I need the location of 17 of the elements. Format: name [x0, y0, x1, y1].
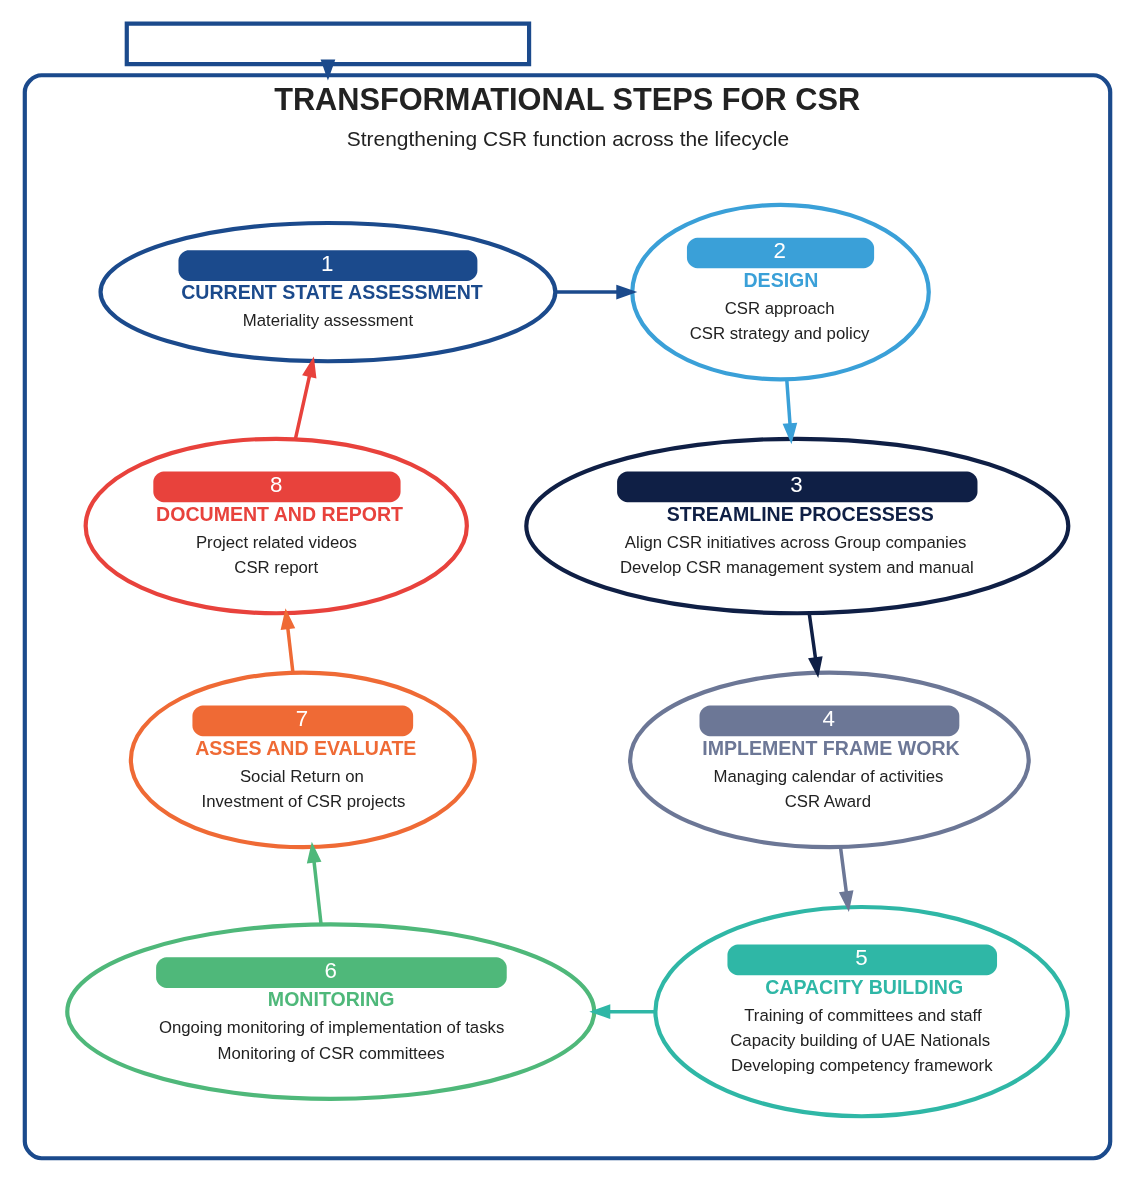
arrow — [589, 1003, 656, 1019]
arrow — [807, 612, 823, 678]
node-ellipse: 5 CAPACITY BUILDING Training of committees and staff Capacity building of UAE Nationals Developing competency framework — [653, 904, 1070, 1118]
node-ellipse: 6 MONITORING Ongoing monitoring of implementation of tasks Monitoring of CSR committees — [65, 921, 597, 1101]
arrow — [293, 355, 317, 440]
arrow — [306, 841, 323, 925]
arrow — [782, 378, 798, 444]
node-ellipse: 7 ASSES AND EVALUATE Social Return on Investment of CSR projects — [128, 670, 477, 849]
node-ellipse: 8 DOCUMENT AND REPORT Project related videos CSR report — [83, 436, 469, 615]
arrow — [838, 846, 854, 912]
arrow — [320, 59, 336, 81]
node-ellipse: 4 IMPLEMENT FRAME WORK Managing calendar of activities CSR Award — [628, 670, 1031, 849]
node-ellipse: 2 DESIGN CSR approach CSR strategy and policy — [630, 202, 931, 381]
node-ellipse: 3 STREAMLINE PROCESSESS Align CSR initiatives across Group companies Develop CSR management system and manual — [524, 436, 1071, 615]
arrow — [555, 284, 638, 299]
arrow — [280, 607, 296, 673]
node-ellipse: 1 CURRENT STATE ASSESSMENT Materiality assessment — [98, 220, 558, 363]
